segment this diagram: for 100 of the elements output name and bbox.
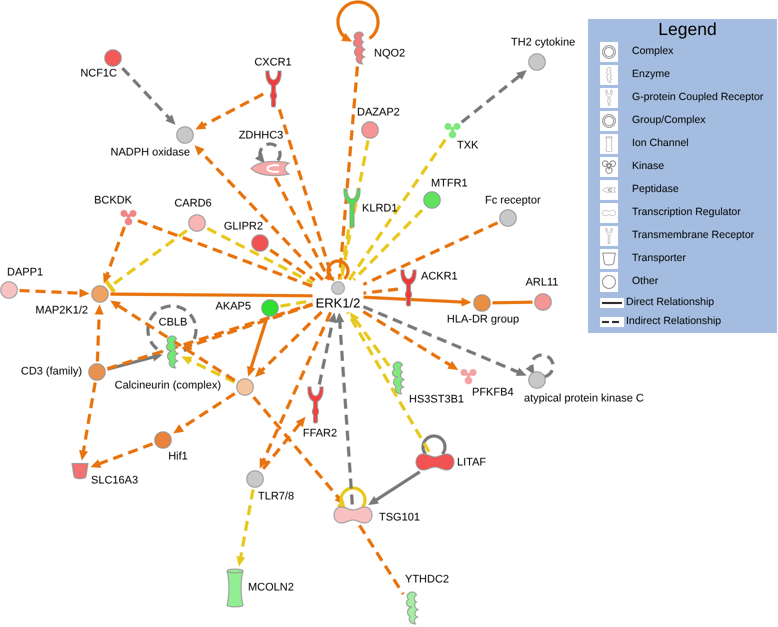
legend-label: Kinase xyxy=(632,160,664,173)
node-label: KLRD1 xyxy=(362,202,398,216)
arrow xyxy=(94,304,104,362)
arrow xyxy=(121,67,176,125)
arrow xyxy=(350,312,390,367)
node-label: CBLB xyxy=(158,316,188,330)
legend-label: Transmembrane Receptor xyxy=(632,229,754,242)
legend-label: Peptidase xyxy=(632,183,679,196)
connector-line xyxy=(106,302,314,370)
loop-arrow xyxy=(336,0,380,42)
arrow xyxy=(103,226,126,284)
legend-label: Indirect Relationship xyxy=(626,315,722,328)
arrow xyxy=(255,310,323,378)
loop-arrow xyxy=(255,142,282,164)
arrow xyxy=(247,318,268,377)
node-label: NADPH oxidase xyxy=(110,146,190,160)
connector-line xyxy=(492,300,533,304)
node-label: FFAR2 xyxy=(302,428,338,440)
loop-arrow xyxy=(526,353,555,378)
node-label: ARL11 xyxy=(526,276,558,290)
arrow xyxy=(318,312,337,385)
connector-line xyxy=(362,221,498,286)
node-label: Fc receptor xyxy=(485,194,541,208)
legend-title: Legend xyxy=(657,19,718,40)
connector-line xyxy=(338,66,359,280)
node-label: NQO2 xyxy=(374,48,406,60)
legend-label: G-protein Coupled Receptor xyxy=(632,91,764,104)
connector-line xyxy=(363,288,398,295)
arrow xyxy=(79,382,97,461)
arrow xyxy=(362,305,527,376)
node-label: ZDHHC3 xyxy=(238,130,284,142)
connector-line xyxy=(269,248,316,282)
node-label: NCF1C xyxy=(80,68,117,80)
loop-connector-line xyxy=(146,304,198,354)
connector-line xyxy=(274,177,331,280)
legend-label: Group/Complex xyxy=(632,114,706,127)
node-label: ACKR1 xyxy=(421,270,458,284)
node-label: Hif1 xyxy=(168,450,188,464)
node-label: AKAP5 xyxy=(216,300,251,314)
connector-line xyxy=(346,312,430,452)
node-label: LITAF xyxy=(457,456,486,470)
node-label: CD3 (family) xyxy=(20,366,82,378)
connector-line xyxy=(352,208,424,282)
arrow xyxy=(460,70,527,124)
legend-label: Complex xyxy=(632,45,674,58)
legend-label: Other xyxy=(632,275,658,288)
node-label: CXCR1 xyxy=(254,56,292,70)
arrow xyxy=(194,145,324,281)
arrow xyxy=(368,470,421,506)
node-label: MTFR1 xyxy=(431,178,468,190)
legend-label: Ion Channel xyxy=(632,137,689,150)
arrow xyxy=(173,392,236,434)
connector-line xyxy=(339,229,350,280)
arrow xyxy=(110,300,236,382)
bar-end-line xyxy=(104,229,188,294)
arrow xyxy=(181,356,236,384)
node-label: TH2 cytokine xyxy=(511,36,576,50)
arrow xyxy=(363,296,472,306)
legend-label: Direct Relationship xyxy=(626,296,714,309)
node-label: HS3ST3B1 xyxy=(409,394,464,406)
node-label: BCKDK xyxy=(94,194,132,208)
connector-line xyxy=(280,298,313,308)
node-label: TSG101 xyxy=(379,512,420,524)
legend-label: Enzyme xyxy=(632,68,670,81)
node-label: TLR7/8 xyxy=(258,490,294,504)
arrow xyxy=(262,416,306,470)
arrow xyxy=(335,312,354,505)
node-label: MCOLN2 xyxy=(248,582,294,594)
node-label: PFKFB4 xyxy=(472,386,514,400)
arrow xyxy=(362,310,458,370)
node-label: SLC16A3 xyxy=(91,474,138,488)
arrow xyxy=(236,489,255,567)
arrow xyxy=(90,442,154,468)
arrow xyxy=(181,303,314,350)
arrow xyxy=(195,92,264,130)
node-label: HLA-DR group xyxy=(446,314,520,326)
connector-line xyxy=(110,292,313,298)
connector-line xyxy=(358,524,405,595)
loop-connector-line xyxy=(421,434,447,456)
node-label: atypical protein kinase C xyxy=(524,392,644,406)
legend-label: Transporter xyxy=(632,252,686,265)
arrow xyxy=(19,288,90,298)
node-label: TXK xyxy=(457,140,478,152)
node-label: ERK1/2 xyxy=(316,296,360,310)
legend-label: Transcription Regulator xyxy=(632,206,741,219)
node-label: DAZAP2 xyxy=(357,106,400,120)
node-label: Calcineurin (complex) xyxy=(114,380,221,392)
node-label: GLIPR2 xyxy=(224,220,263,234)
connector-line xyxy=(348,138,447,281)
connector-line xyxy=(206,226,314,284)
node-label: DAPP1 xyxy=(7,266,44,280)
loop-arrow xyxy=(324,259,350,282)
node-label: CARD6 xyxy=(174,198,212,210)
node-label: MAP2K1/2 xyxy=(35,304,88,318)
arrow xyxy=(106,352,163,371)
arrow xyxy=(252,396,344,505)
connector-line xyxy=(278,108,334,280)
node-label: YTHDC2 xyxy=(405,574,450,586)
arrow xyxy=(260,312,332,469)
connector-line xyxy=(137,219,314,288)
